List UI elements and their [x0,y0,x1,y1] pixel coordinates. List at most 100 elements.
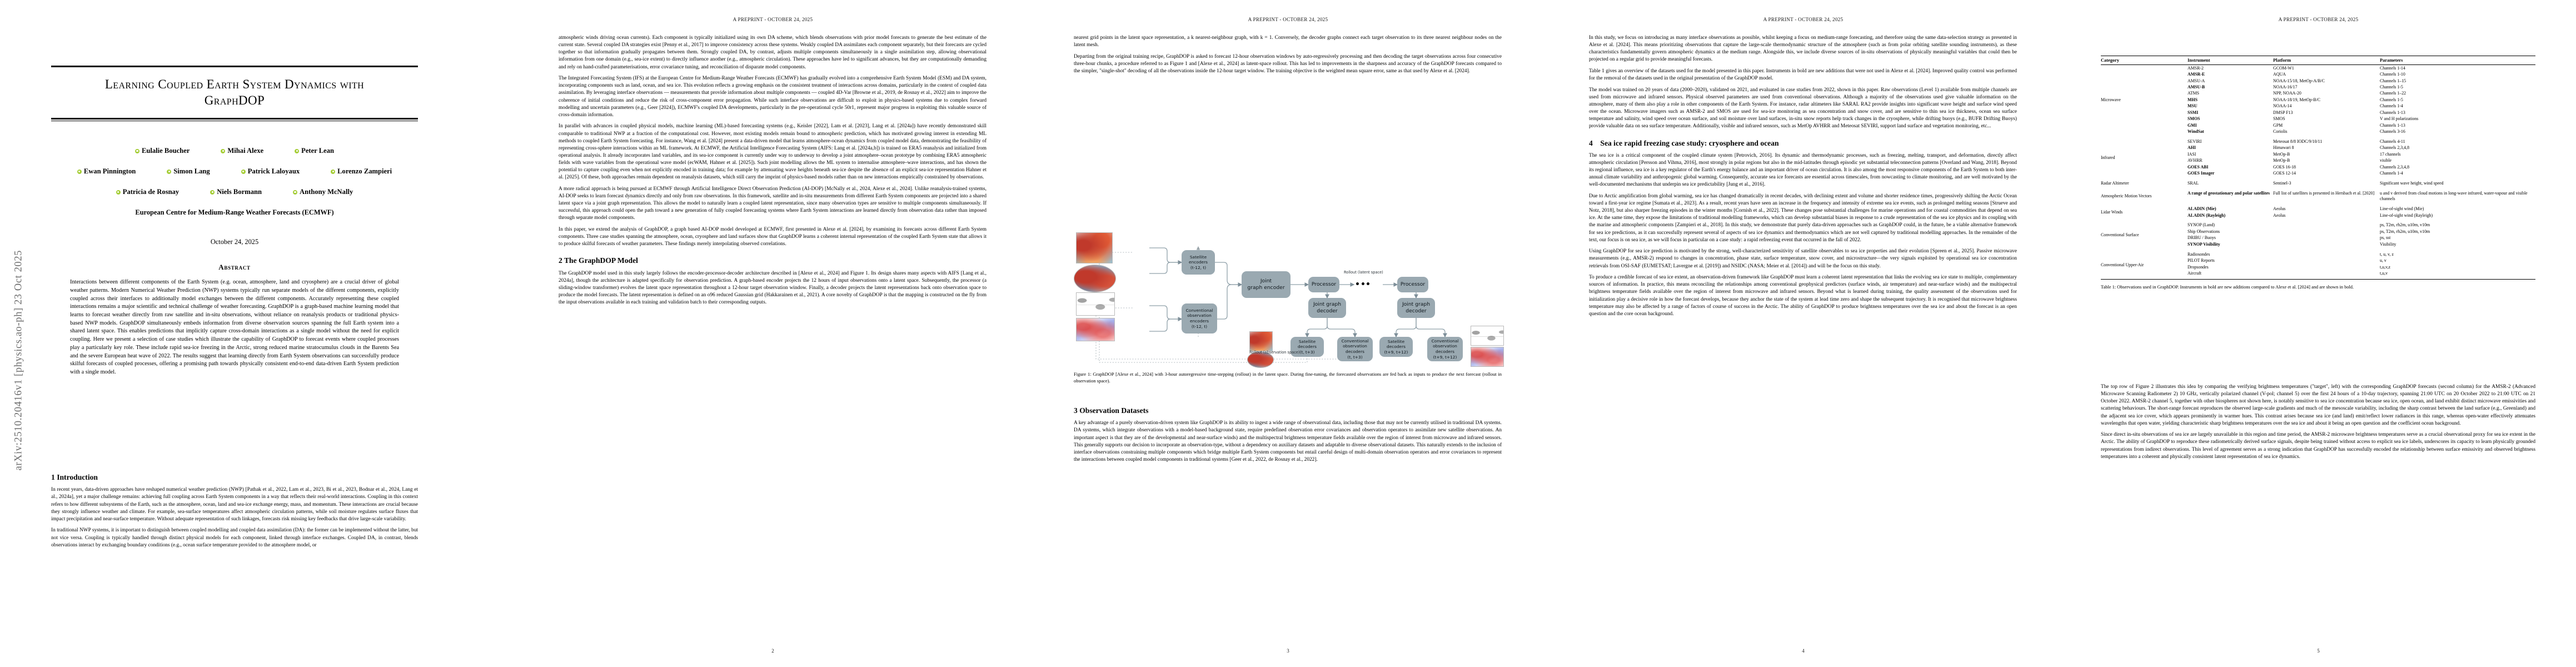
page-4: A PREPRINT - OCTOBER 24, 2025 In this st… [1546,0,2061,667]
cell-platform: NOAA-15/18, MetOp-A/B/C [2273,78,2325,83]
author: Patricia de Rosnay [116,188,179,196]
orcid-icon[interactable] [295,148,300,153]
cell-instrument: GMI [2188,122,2197,128]
cell-category: Conventional Surface [2101,232,2139,237]
cell-platform: NPP, NOAA-20 [2273,91,2301,96]
paragraph: The model was trained on 20 years of dat… [1589,87,2017,130]
cell-instrument: PILOT Reports [2188,258,2215,263]
cell-parameters: Channels 2,3,4,8 [2380,145,2410,151]
page-5-column: The top row of Figure 2 illustrates this… [2101,384,2535,465]
orcid-icon[interactable] [241,169,246,174]
running-header: A PREPRINT - OCTOBER 24, 2025 [1248,17,1328,22]
cell-instrument: ATMS [2188,91,2200,96]
orcid-icon[interactable] [210,190,215,195]
cell-parameters: Channels 3-16 [2380,129,2405,135]
author-name: Mihai Alexe [227,147,264,155]
title-rule-bottom [51,117,418,120]
author: Niels Bormann [210,188,262,196]
table-row: AMSU-A NOAA-15/18, MetOp-A/B/C Channels 1–… [2101,78,2535,84]
cell-category: Lidar Winds [2101,209,2123,215]
cell-instrument: IASI [2188,151,2196,157]
table-1-caption: Table 1: Observations used in GraphDOP. … [2101,285,2354,290]
cell-instrument: Aircraft [2188,270,2201,276]
cell-category: Conventional Upper-Air [2101,262,2144,267]
paragraph: The sea ice is a critical component of t… [1589,152,2017,188]
page-3-section-3-column: 3 Observation Datasets A key advantage o… [1074,398,1502,468]
cell-instrument: A range of geostationary and polar satel… [2188,190,2270,196]
cell-platform: MetOp-B [2273,151,2290,157]
cell-parameters: Channels 4-11 [2380,138,2405,144]
cell-category: Microwave [2101,97,2121,102]
author: Patrick Laloyaux [241,167,300,176]
paragraph: The Integrated Forecasting System (IFS) … [559,76,986,118]
cell-platform [2273,248,2380,258]
cell-instrument: Ship Observations [2188,228,2220,234]
cell-category: Radar Altimeter [2101,181,2129,186]
cell-platform [2273,270,2380,279]
orcid-icon[interactable] [116,190,121,195]
orcid-icon[interactable] [167,169,172,174]
cell-parameters: Line-of-sight wind (Mie) [2380,206,2424,212]
label-rollout-observation: Rollout (observation space) [1249,350,1300,355]
page-3-top-column: nearest grid points in the latent space … [1074,34,1502,79]
cell-instrument: AMSU-A [2188,78,2205,83]
cell-parameters: u, v [2380,258,2386,263]
cell-platform: MetOp-B [2273,158,2290,163]
abstract-text: Interactions between different component… [70,279,399,375]
orcid-icon[interactable] [77,169,82,174]
paragraph: In traditional NWP systems, it is import… [51,527,418,548]
orcid-icon[interactable] [293,190,298,195]
paragraph: In this study, we focus on introducing a… [1589,35,2017,63]
orcid-icon[interactable] [134,148,139,153]
page-1-title: arXiv:2510.20416v1 [physics.ao-ph] 23 Oc… [0,0,515,667]
author-name: Niels Bormann [217,188,262,196]
cell-parameters: t, u, v, z [2380,251,2394,257]
cell-parameters: Channels 1–15 [2380,78,2406,83]
thumbnail-anomaly-map [1076,318,1115,341]
cell-instrument: ALADIN (Mie) [2188,206,2216,212]
cell-parameters: ps, T2m, rh2m, u10m, v10m [2380,222,2430,228]
thumbnail-output-warm [1249,331,1273,351]
thumbnail-globe [1074,265,1116,292]
cell-platform: Coriolis [2273,129,2288,135]
author-name: Lorenzo Zampieri [337,167,392,176]
cell-instrument: WindSat [2188,129,2204,135]
paragraph: Departing from the original training rec… [1074,53,1502,74]
table-1-wrap: Category Instrument Platform Parameters … [2101,56,2535,291]
paragraph: To produce a credible forecast of sea ic… [1589,275,2017,317]
cell-platform [2273,218,2380,228]
cell-parameters: u and v derived from cloud motions in lo… [2380,190,2528,202]
cell-parameters: Line-of-sight wind (Rayleigh) [2380,212,2433,218]
title-block: Learning Coupled Earth System Dynamics w… [51,66,418,377]
cell-parameters: Channels 1–22 [2380,91,2406,96]
node-processor-2: Processor [1397,277,1428,292]
table-row: WindSat Coriolis Channels 3-16 [2101,129,2535,135]
orcid-icon[interactable] [331,169,336,174]
cell-parameters: Significant wave height, wind speed [2380,181,2444,186]
title-line-1: Learning Coupled Earth System Dynamics w… [104,77,365,91]
paragraph: A key advantage of a purely observation-… [1074,420,1502,462]
orcid-icon[interactable] [221,148,226,153]
author-name: Anthony McNally [300,188,353,196]
cell-platform: Full list of satellites is presented in … [2273,190,2375,196]
page-number: 4 [1802,648,1805,654]
cell-platform [2273,228,2380,235]
author-name: Patrick Laloyaux [247,167,300,176]
